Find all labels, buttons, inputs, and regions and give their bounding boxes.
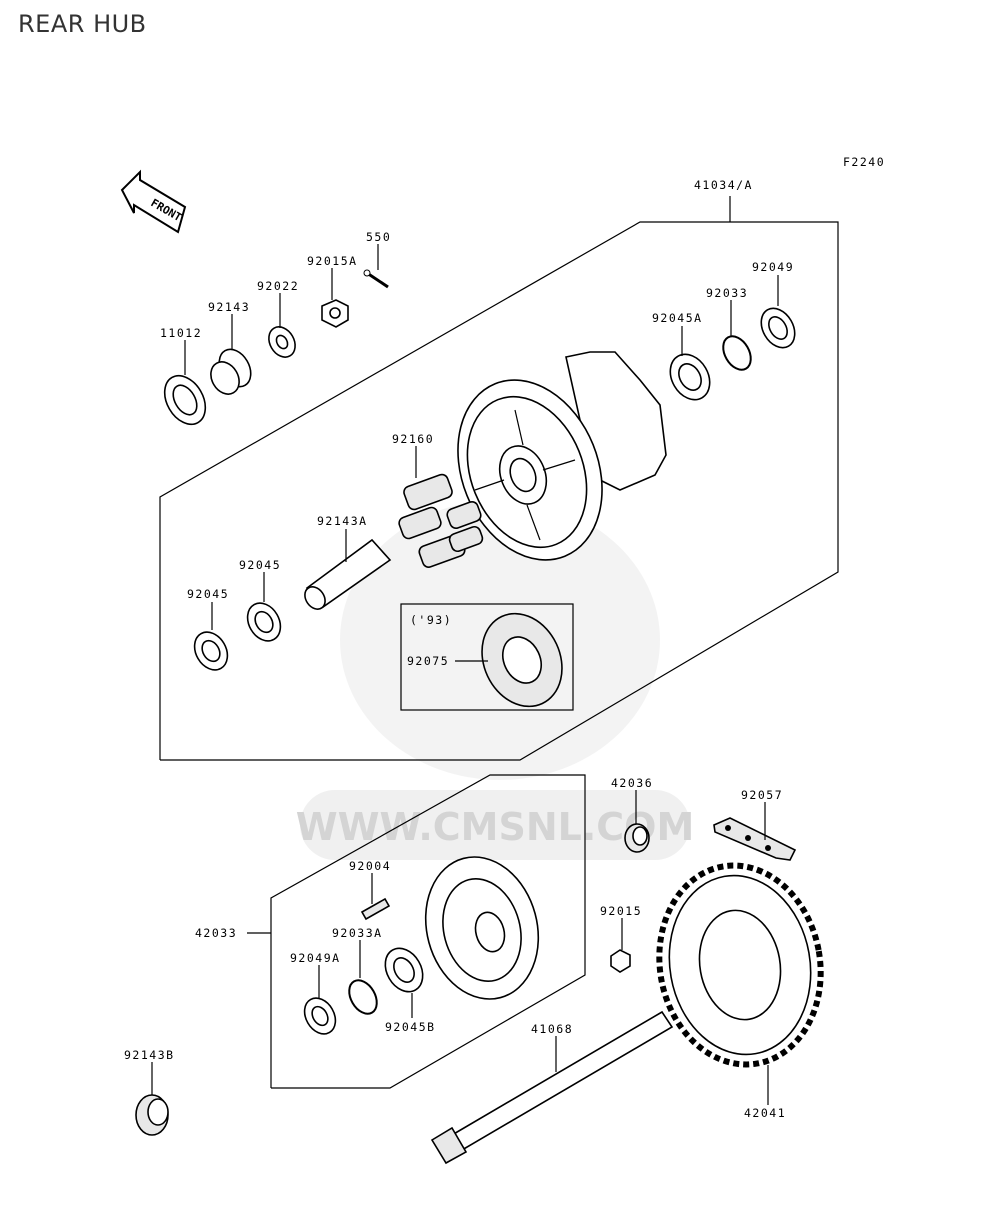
label-92004: 92004 — [349, 859, 391, 873]
hub-assembly-frame — [159, 221, 839, 761]
label-92033: 92033 — [706, 286, 748, 300]
label-92033A: 92033A — [332, 926, 383, 940]
label-92143A: 92143A — [317, 514, 368, 528]
label-92049: 92049 — [752, 260, 794, 274]
part-92057-chain — [713, 817, 797, 861]
label-92045-2: 92045 — [187, 587, 229, 601]
label-11012: 11012 — [160, 326, 202, 340]
part-92143A-spacer — [304, 538, 392, 610]
page-title: REAR HUB — [18, 10, 147, 38]
label-41068: 41068 — [531, 1022, 573, 1036]
label-92049A: 92049A — [290, 951, 341, 965]
label-41034A: 41034/A — [694, 178, 753, 192]
part-92045A-bearing — [669, 353, 711, 401]
label-92045-1: 92045 — [239, 558, 281, 572]
part-92045-bearing-2 — [193, 631, 229, 671]
label-550: 550 — [366, 230, 391, 244]
part-92075-damper — [481, 612, 563, 708]
label-92160: 92160 — [392, 432, 434, 446]
part-92045B-bearing — [384, 947, 424, 993]
figure-code: F2240 — [843, 155, 885, 169]
part-92160-damper-set — [398, 473, 484, 568]
label-42041: 42041 — [744, 1106, 786, 1120]
part-92049-seal — [760, 307, 796, 349]
label-92045B: 92045B — [385, 1020, 436, 1034]
part-550-cotter-pin — [363, 269, 389, 289]
coupling-assembly-frame — [270, 774, 586, 1089]
part-41034-rear-hub — [457, 351, 667, 561]
label-92045A: 92045A — [652, 311, 703, 325]
part-92033-circlip — [722, 335, 752, 371]
year-variant-box — [400, 603, 574, 711]
label-92015A: 92015A — [307, 254, 358, 268]
label-92022: 92022 — [257, 279, 299, 293]
part-92015A-nut — [321, 299, 349, 328]
label-42033: 42033 — [195, 926, 237, 940]
part-92143B-collar — [135, 1094, 169, 1136]
front-arrow-icon: FRONT — [120, 169, 187, 234]
label-92143B: 92143B — [124, 1048, 175, 1062]
part-92049A-seal — [303, 997, 337, 1035]
part-92004-stud — [360, 897, 391, 921]
leader-lines — [151, 244, 779, 1105]
part-42041-sprocket — [656, 862, 824, 1068]
part-92022-washer — [268, 326, 296, 358]
year-note: ('93) — [410, 613, 452, 627]
part-42033-coupling — [424, 856, 540, 1000]
part-11012-seal — [163, 374, 207, 426]
label-92075: 92075 — [407, 654, 449, 668]
part-92143-collar — [210, 348, 252, 395]
part-92015-nut — [610, 949, 631, 973]
label-92015: 92015 — [600, 904, 642, 918]
part-41068-axle — [430, 1010, 674, 1165]
part-42036-collar — [624, 823, 650, 853]
label-92057: 92057 — [741, 788, 783, 802]
label-42036: 42036 — [611, 776, 653, 790]
label-92143: 92143 — [208, 300, 250, 314]
part-92045-bearing-1 — [246, 602, 282, 642]
part-92033A-circlip — [348, 979, 378, 1015]
